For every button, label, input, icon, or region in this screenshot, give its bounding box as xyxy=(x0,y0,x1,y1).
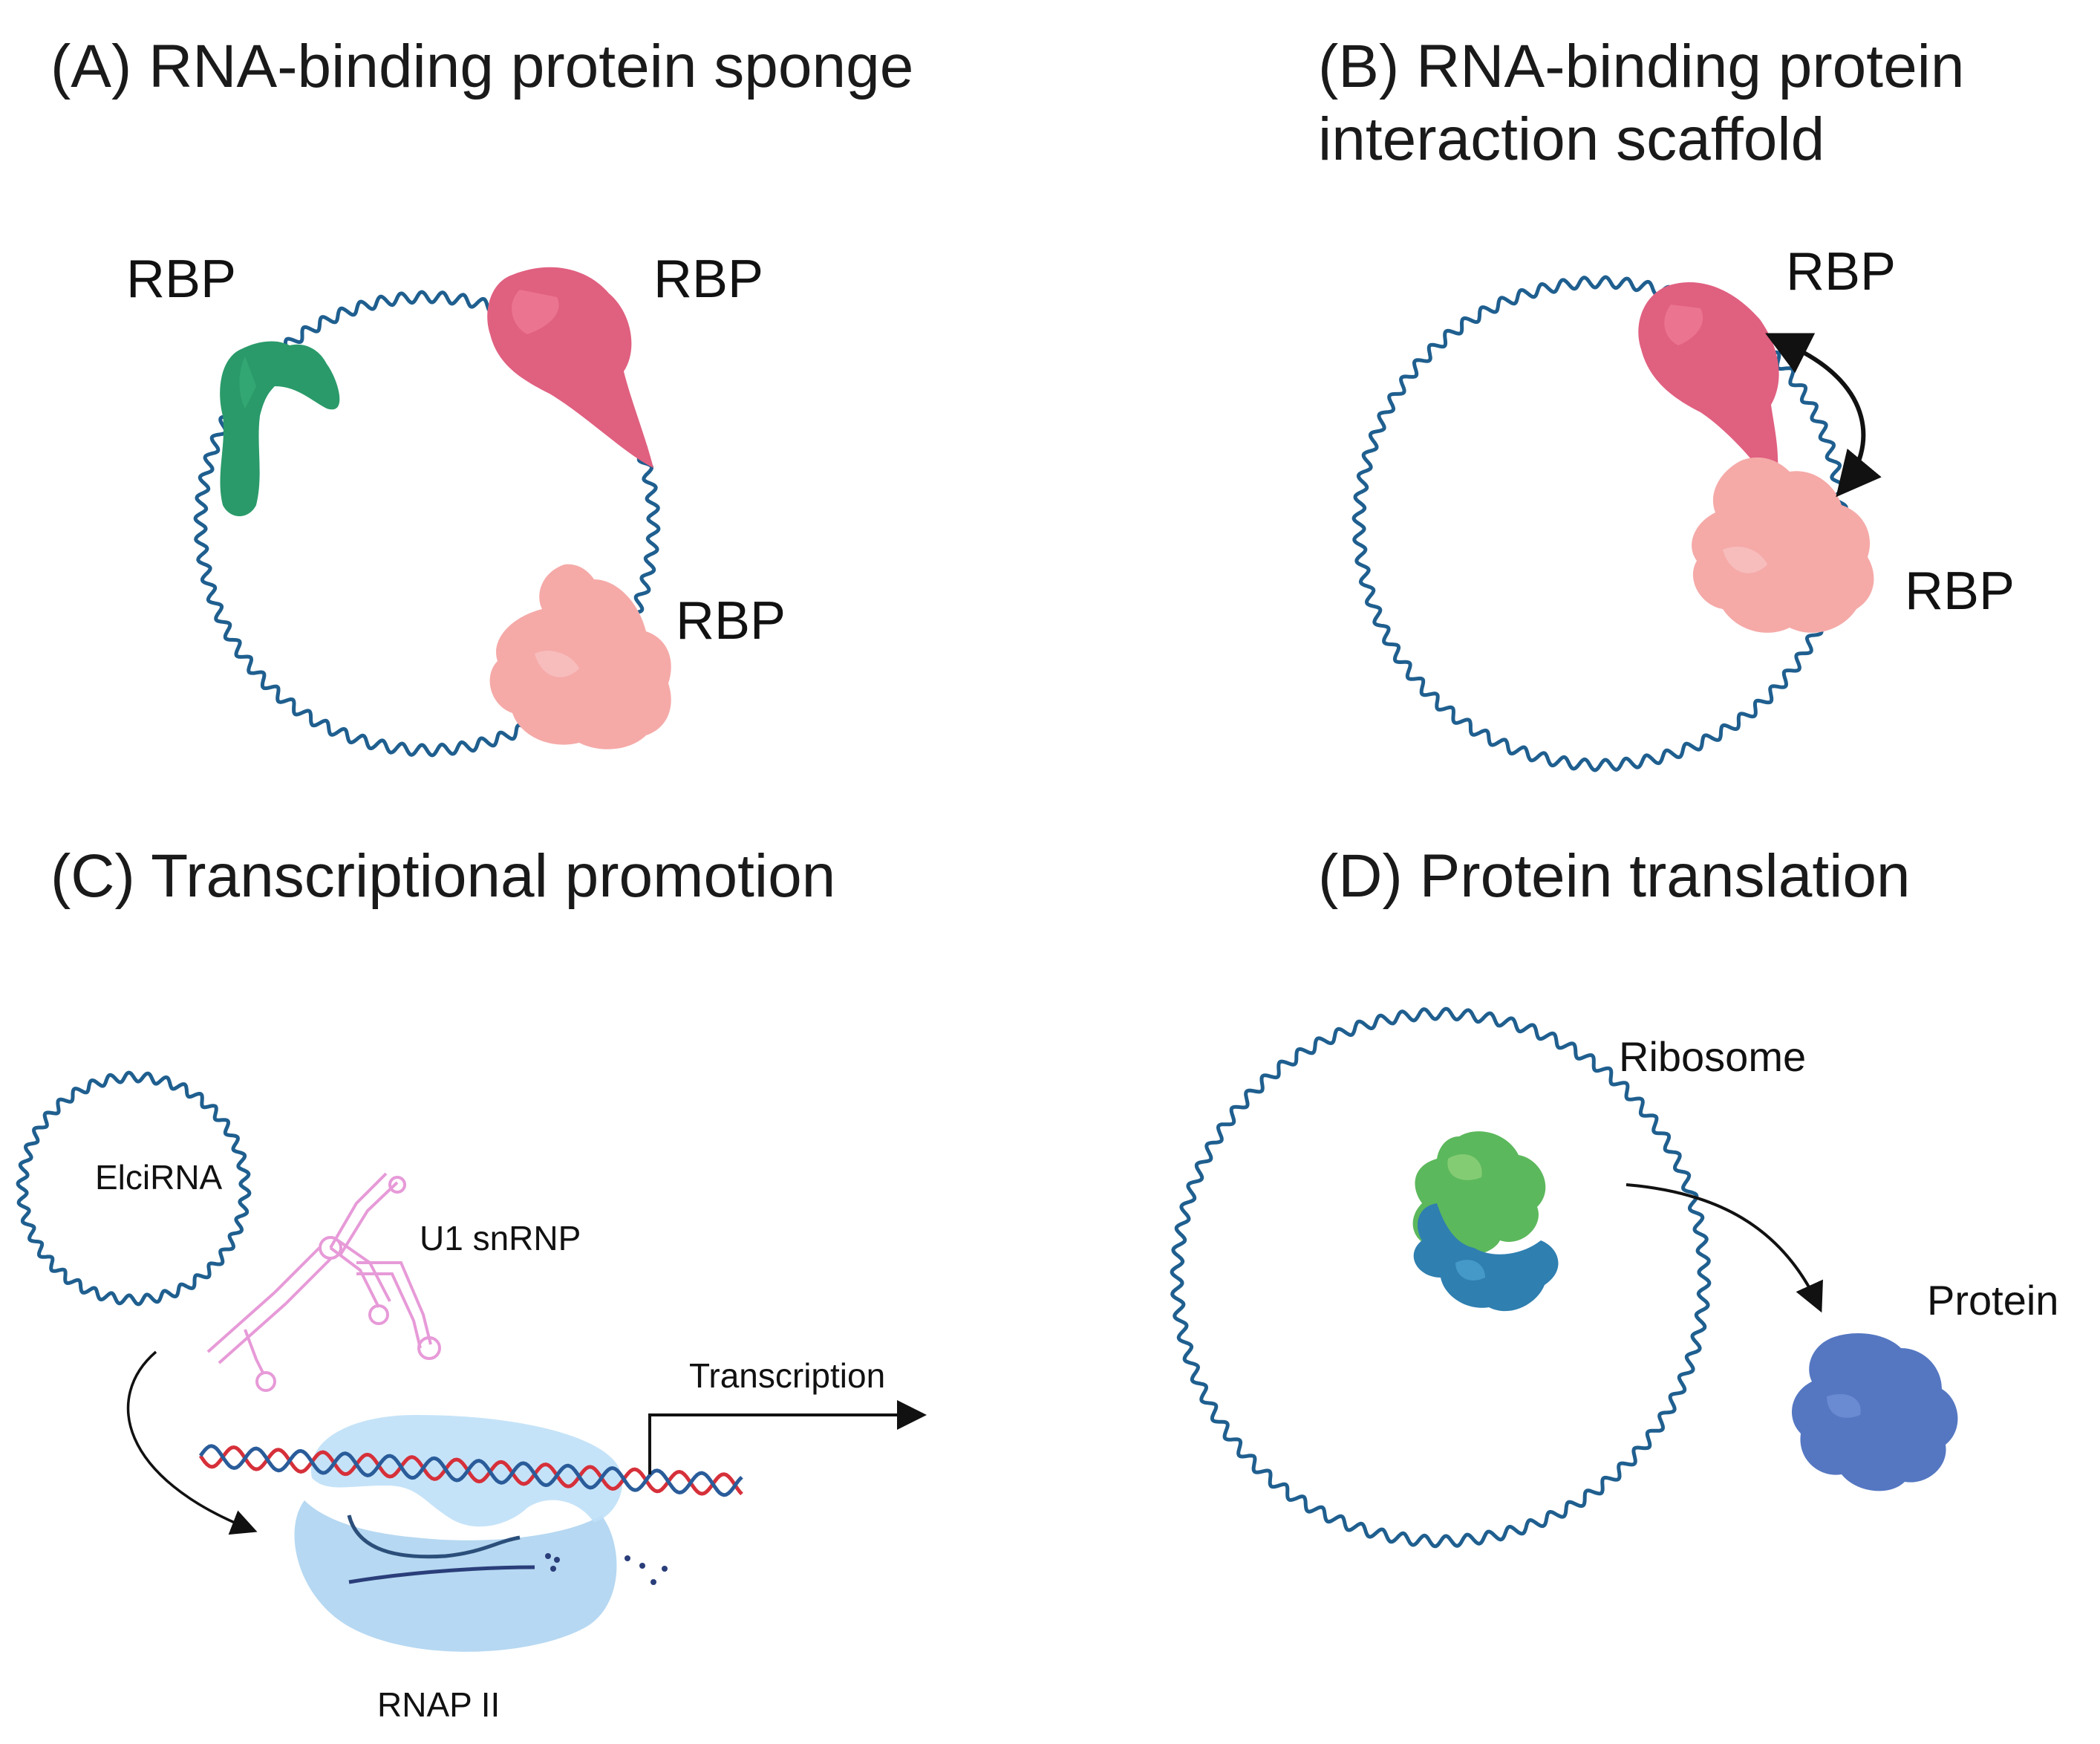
protein-label: Protein xyxy=(1927,1277,2059,1324)
panel-c-title: (C) Transcriptional promotion xyxy=(50,842,836,910)
interaction-double-arrow xyxy=(1765,333,1882,498)
rbp-label-green: RBP xyxy=(126,250,237,309)
nucleotide-dots xyxy=(545,1553,668,1585)
panel-b-title-line1: (B) RNA-binding protein xyxy=(1318,33,1965,100)
transcription-arrow xyxy=(648,1400,927,1474)
rnap-ii-complex xyxy=(294,1415,623,1652)
circrna-ring-d xyxy=(1170,1006,1712,1549)
rbp-pink-protein-b xyxy=(1692,457,1874,633)
rbp-magenta-protein-b xyxy=(1638,282,1779,490)
panel-d-title: (D) Protein translation xyxy=(1318,842,1911,910)
ribosome xyxy=(1412,1131,1559,1312)
elcirna-label: ElciRNA xyxy=(95,1158,223,1197)
transcription-label: Transcription xyxy=(689,1356,886,1395)
rbp-green-protein xyxy=(220,341,340,516)
u1-snrnp-structure xyxy=(206,1172,441,1392)
ribosome-label: Ribosome xyxy=(1619,1033,1807,1080)
circrna-ring-c xyxy=(16,1070,252,1307)
panel-a-title: (A) RNA-binding protein sponge xyxy=(50,33,914,100)
dna-double-helix xyxy=(198,1444,743,1497)
u1-snrnp-label: U1 snRNP xyxy=(420,1219,581,1257)
rbp-label-magenta: RBP xyxy=(653,250,764,309)
rbp-magenta-protein xyxy=(487,267,653,468)
rbp-label-b-bottom: RBP xyxy=(1905,562,2015,621)
translation-arrow xyxy=(1625,1183,1823,1313)
rbp-label-pink: RBP xyxy=(676,591,786,651)
panel-b-title-line2: interaction scaffold xyxy=(1318,105,1825,173)
rbp-label-b-top: RBP xyxy=(1786,242,1897,302)
recruitment-arrow xyxy=(126,1350,258,1535)
rnap-ii-label: RNAP II xyxy=(377,1685,500,1724)
translated-protein xyxy=(1792,1333,1958,1491)
rbp-pink-protein xyxy=(489,564,671,749)
